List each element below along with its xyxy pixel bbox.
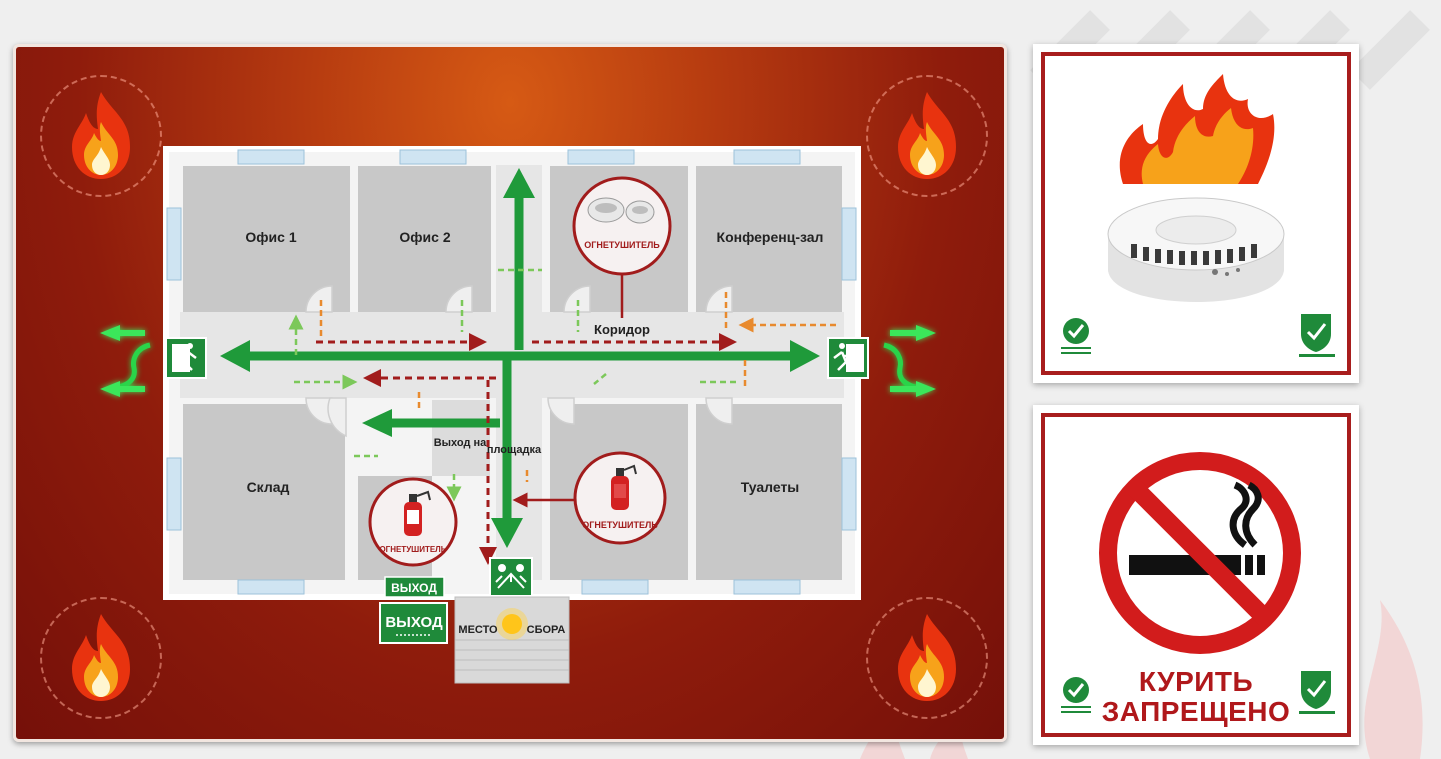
fire-corner-top-right bbox=[866, 75, 988, 197]
fire-corner-bottom-right bbox=[866, 597, 988, 719]
extinguisher-caption-1: ОГНЕТУШИТЕЛЬ bbox=[379, 545, 446, 554]
fire-icon bbox=[72, 92, 130, 179]
smoke-detector-sign-card bbox=[1033, 44, 1359, 383]
exit-area-label: Выход на bbox=[434, 437, 487, 449]
no-smoking-icon bbox=[1061, 452, 1335, 714]
extinguisher-caption-2: ОГНЕТУШИТЕЛЬ bbox=[582, 520, 658, 530]
exit-label-sign-2: ВЫХОД bbox=[379, 602, 448, 644]
sign-card-border bbox=[1041, 52, 1351, 375]
fire-corner-bottom-left bbox=[40, 597, 162, 719]
exit-label-sign-1: ВЫХОД bbox=[384, 576, 445, 598]
fire-corner-top-left bbox=[40, 75, 162, 197]
no-smoking-text: КУРИТЬ ЗАПРЕЩЕНО bbox=[1033, 667, 1359, 727]
exit-label-text-1: ВЫХОД bbox=[391, 581, 437, 595]
assembly-point-icon bbox=[495, 564, 527, 589]
corridor-label: Коридор bbox=[594, 322, 650, 337]
room-label-office-2: Офис 2 bbox=[399, 229, 450, 245]
exit-sign-right bbox=[827, 337, 869, 379]
exit-area-label-2: площадка bbox=[487, 444, 542, 456]
fire-extinguisher-marker-2: ОГНЕТУШИТЕЛЬ bbox=[573, 451, 667, 545]
assembly-label-right: СБОРА bbox=[527, 624, 566, 636]
exit-running-man-icon bbox=[833, 343, 853, 371]
sign-card-border bbox=[1041, 413, 1351, 737]
assembly-point-sign bbox=[489, 557, 533, 597]
room-label-storage: Склад bbox=[247, 479, 290, 495]
no-smoking-line-2: ЗАПРЕЩЕНО bbox=[1101, 696, 1291, 727]
fire-icon bbox=[898, 614, 956, 701]
detector-caption: ОГНЕТУШИТЕЛЬ bbox=[584, 240, 660, 250]
check-shield-icon bbox=[1299, 671, 1335, 714]
smoke-detector-marker: ОГНЕТУШИТЕЛЬ bbox=[572, 176, 672, 276]
exit-label-text-2: ВЫХОД bbox=[385, 614, 443, 631]
room-conference bbox=[696, 166, 842, 312]
pointer-lines bbox=[512, 270, 624, 508]
room-label-conference: Конференц-зал bbox=[717, 229, 824, 245]
evacuation-routes-orange bbox=[319, 292, 836, 482]
exit-sign-left bbox=[165, 337, 207, 379]
room-toilets bbox=[696, 404, 842, 580]
outside-arrows-left bbox=[100, 325, 151, 397]
room-label-office-1: Офис 1 bbox=[245, 229, 296, 245]
exit-passage bbox=[432, 400, 490, 476]
no-smoking-sign-card: КУРИТЬ ЗАПРЕЩЕНО bbox=[1033, 405, 1359, 745]
assembly-label-left: МЕСТО bbox=[458, 624, 498, 636]
assembly-area: МЕСТО СБОРА bbox=[454, 596, 570, 684]
no-smoking-line-1: КУРИТЬ bbox=[1138, 666, 1254, 697]
main-arrowheads bbox=[220, 168, 820, 548]
smoke-detector-icon bbox=[587, 197, 655, 224]
fire-icon bbox=[898, 92, 956, 179]
exit-running-man-icon bbox=[177, 343, 197, 371]
fire-extinguisher-icon bbox=[611, 464, 637, 510]
fire-extinguisher-marker-1: ОГНЕТУШИТЕЛЬ bbox=[368, 477, 458, 567]
fire-icon bbox=[1119, 74, 1275, 184]
check-shield-icon bbox=[1061, 677, 1091, 713]
room-label-toilets: Туалеты bbox=[741, 479, 800, 495]
evacuation-routes-light bbox=[288, 268, 738, 502]
fire-extinguisher-icon bbox=[404, 490, 431, 536]
outside-arrows-right bbox=[883, 325, 936, 397]
room-storage bbox=[183, 404, 345, 580]
check-shield-icon bbox=[1061, 318, 1091, 354]
evacuation-routes-secondary bbox=[316, 333, 737, 565]
smoke-detector-illustration bbox=[1061, 74, 1335, 357]
fire-icon bbox=[72, 614, 130, 701]
windows bbox=[166, 149, 857, 595]
smoke-detector-icon bbox=[1107, 197, 1285, 302]
evacuation-routes-main bbox=[238, 186, 800, 534]
check-shield-icon bbox=[1299, 314, 1335, 357]
